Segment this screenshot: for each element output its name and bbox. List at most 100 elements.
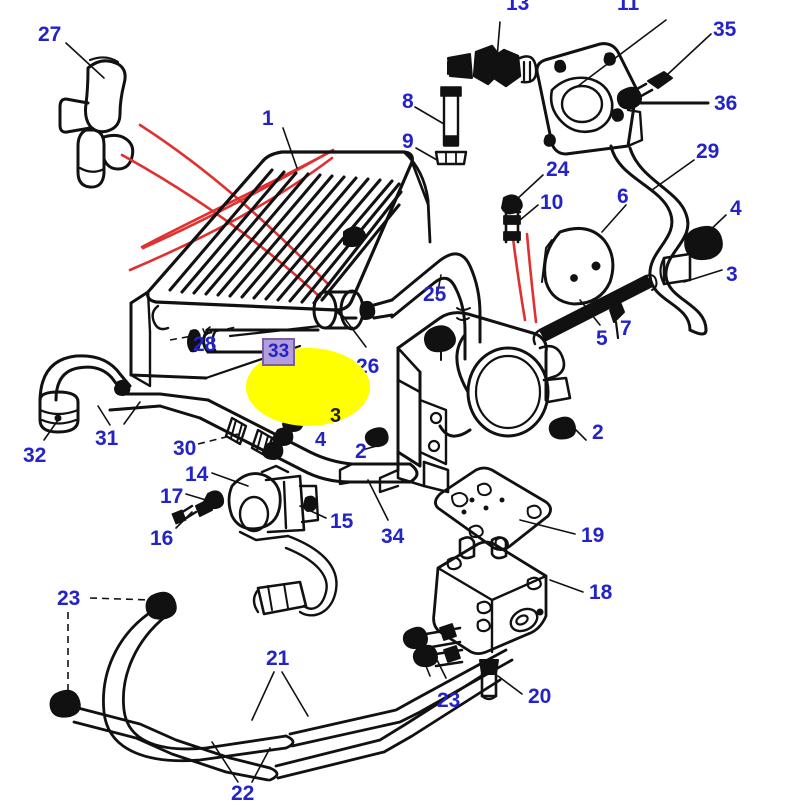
leader-23-left bbox=[89, 597, 153, 601]
part-3-connector bbox=[659, 252, 692, 286]
callout-24: 24 bbox=[546, 158, 570, 181]
leader-5 bbox=[579, 299, 601, 326]
callout-36: 36 bbox=[714, 92, 738, 115]
callout-30: 30 bbox=[173, 437, 197, 460]
leader-17 bbox=[185, 493, 207, 501]
body-lower-ports bbox=[338, 462, 400, 494]
part-19-gasket-plate bbox=[434, 466, 552, 551]
callout-23-right: 23 bbox=[437, 689, 461, 712]
leader-14 bbox=[211, 472, 249, 487]
part-20-plug bbox=[479, 659, 499, 701]
part-5-actuator-rod bbox=[532, 274, 658, 346]
leader-30 bbox=[197, 433, 239, 445]
leader-22b bbox=[251, 747, 271, 783]
leader-34 bbox=[367, 479, 389, 521]
leader-21a bbox=[251, 671, 275, 721]
callout-31: 31 bbox=[95, 427, 119, 450]
part-13-sensor bbox=[447, 44, 538, 88]
callout-25: 25 bbox=[423, 283, 447, 306]
leader-6 bbox=[601, 204, 627, 233]
part-2-bolt-left bbox=[364, 427, 389, 448]
leader-31a bbox=[97, 405, 111, 426]
leader-1 bbox=[282, 127, 298, 169]
callout-1: 1 bbox=[262, 107, 274, 130]
leader-28c bbox=[205, 326, 211, 331]
callout-34: 34 bbox=[381, 525, 405, 548]
callout-16: 16 bbox=[150, 527, 174, 550]
callout-27: 27 bbox=[38, 23, 62, 46]
part-32-sleeve bbox=[38, 390, 80, 434]
leader-18 bbox=[549, 579, 584, 593]
leader-21b bbox=[281, 671, 309, 717]
leader-27 bbox=[65, 42, 105, 79]
leader-29 bbox=[651, 159, 695, 191]
main-throttle-body bbox=[396, 311, 577, 494]
leader-10 bbox=[519, 204, 539, 221]
leader-2-right bbox=[573, 427, 587, 441]
callout-35: 35 bbox=[713, 18, 737, 41]
callout-11: 11 bbox=[617, 0, 640, 15]
leader-24 bbox=[515, 174, 544, 201]
part-22-hose bbox=[72, 666, 502, 782]
part-23-unions-right bbox=[402, 623, 464, 679]
leader-20 bbox=[497, 675, 523, 695]
leader-28d bbox=[203, 326, 237, 335]
callout-2-right: 2 bbox=[592, 421, 604, 444]
callout-4: 4 bbox=[730, 197, 742, 220]
callout-8: 8 bbox=[402, 90, 414, 113]
callout-21: 21 bbox=[266, 647, 290, 670]
leader-15 bbox=[299, 505, 327, 519]
callout-15: 15 bbox=[330, 510, 354, 533]
leader-7 bbox=[617, 301, 623, 315]
leader-22a bbox=[211, 741, 239, 783]
callout-17: 17 bbox=[160, 485, 184, 508]
part-1-intercooler bbox=[129, 150, 432, 388]
callout-28: 28 bbox=[193, 333, 217, 356]
leader-3-right bbox=[683, 269, 723, 283]
part-10-link-rod bbox=[503, 210, 521, 244]
part-26-hose bbox=[312, 289, 394, 331]
callout-2-left: 2 bbox=[355, 440, 367, 463]
part-27-breather-hose bbox=[58, 56, 135, 189]
leader-32 bbox=[43, 419, 59, 441]
callout-23-left: 23 bbox=[57, 587, 81, 610]
leader-13 bbox=[496, 21, 501, 59]
leader-35 bbox=[667, 33, 712, 75]
part-4-clip bbox=[684, 225, 723, 261]
part-23-union-left bbox=[49, 591, 177, 718]
leader-4 bbox=[705, 214, 727, 235]
part-29-hose bbox=[609, 144, 708, 336]
part-14-throttle-housing bbox=[227, 464, 320, 542]
throttle-wiring-loom bbox=[252, 534, 338, 617]
leader-8 bbox=[414, 106, 445, 125]
callout-7: 7 bbox=[620, 317, 632, 340]
leader-19 bbox=[519, 519, 576, 535]
highlight-badge-33[interactable]: 33 bbox=[262, 338, 296, 366]
callout-9: 9 bbox=[402, 130, 414, 153]
callout-14: 14 bbox=[185, 463, 209, 486]
leader-25 bbox=[436, 274, 442, 297]
yellow-label-4: 4 bbox=[315, 429, 327, 451]
leader-26 bbox=[344, 318, 367, 348]
callout-5: 5 bbox=[596, 327, 608, 350]
leader-31b bbox=[123, 401, 141, 425]
callout-20: 20 bbox=[528, 685, 552, 708]
red-annotation-short bbox=[511, 232, 538, 324]
part-9-washer bbox=[434, 150, 468, 166]
leader-9 bbox=[415, 147, 438, 161]
callout-6: 6 bbox=[617, 185, 629, 208]
callout-19: 19 bbox=[581, 524, 605, 547]
callout-32: 32 bbox=[23, 444, 47, 467]
callout-22: 22 bbox=[231, 782, 255, 805]
leader-16 bbox=[175, 511, 193, 529]
callout-29: 29 bbox=[696, 140, 720, 163]
part-31-pipe bbox=[38, 354, 210, 420]
callout-13: 13 bbox=[506, 0, 530, 15]
callout-18: 18 bbox=[589, 581, 613, 604]
part-18-valve-block bbox=[432, 536, 548, 655]
callout-10: 10 bbox=[540, 191, 564, 214]
part-8-stud bbox=[440, 86, 462, 147]
callout-3: 3 bbox=[726, 263, 738, 286]
